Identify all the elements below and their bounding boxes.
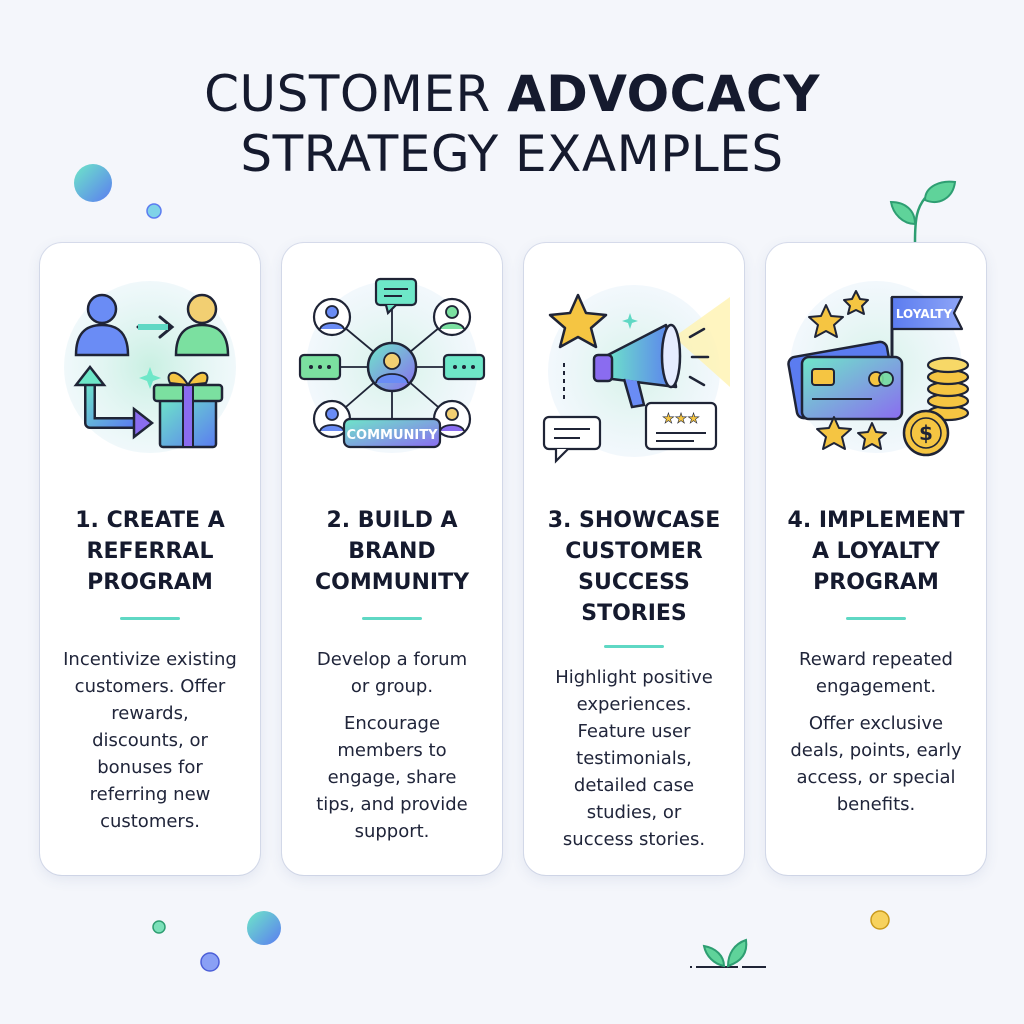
decorative-bubble-icon [74,164,112,202]
chat-bubble-icon [442,353,486,381]
decorative-dot-icon [152,920,166,934]
card-description: Incentivize existing customers. Offer re… [48,646,252,845]
credit-card-icon [787,340,904,421]
arrow-right-icon [136,315,175,339]
person-icon [74,293,130,357]
star-icon [808,304,844,338]
coin-stack-icon [926,356,970,422]
community-badge: COMMUNITY [346,428,438,443]
return-arrow-icon [73,364,155,440]
heading-divider [120,617,180,620]
card-heading: 4. IMPLEMENT A LOYALTY PROGRAM [787,508,965,595]
heading-divider [362,617,422,620]
description-paragraph: Incentivize existing customers. Offer re… [63,649,237,832]
description-paragraph: Offer exclusive deals, points, early acc… [790,713,962,815]
loyalty-illustration: LOYALTY $ [787,281,970,457]
page-title: CUSTOMER ADVOCACY STRATEGY EXAMPLES [0,64,1024,184]
card-heading: 2. BUILD A BRAND COMMUNITY [314,508,470,595]
sparkle-icon [622,313,638,329]
title-line2: STRATEGY EXAMPLES [240,125,784,183]
megaphone-icon [592,323,710,409]
referral-illustration [64,281,236,453]
strategy-card-loyalty: LOYALTY $ 4. IMPLEMENT A LOYALTY PROGRAM… [766,243,986,875]
card-description: Highlight positive experiences. Feature … [532,664,736,863]
person-icon [366,341,418,393]
loyalty-flag-label: LOYALTY [896,307,953,321]
description-paragraph: Reward repeated engagement. [799,649,953,697]
person-icon [432,399,472,439]
person-icon [312,399,352,439]
review-card-icon: ★★★ [644,401,718,451]
person-icon [432,297,472,337]
decorative-dot-icon [200,952,220,972]
success-stories-illustration: ★★★ [542,285,730,464]
dollar-coin-icon: $ [902,409,950,457]
decorative-bubble-icon [247,911,281,945]
description-paragraph: Encourage members to engage, share tips,… [316,713,468,842]
leaf-sprig-icon [690,938,766,968]
strategy-card-referral: 1. CREATE A REFERRAL PROGRAM Incentivize… [40,243,260,875]
chat-bubble-icon [298,353,342,381]
strategy-card-success-stories: ★★★ 3. SHOWCASE CUSTOMER SUCCESS STORIES… [524,243,744,875]
community-illustration: COMMUNITY [298,277,486,453]
card-heading: 1. CREATE A REFERRAL PROGRAM [75,508,225,595]
description-paragraph: Highlight positive experiences. Feature … [555,667,713,850]
decorative-dot-icon [146,203,162,219]
heading-divider [846,617,906,620]
star-icon [857,422,887,450]
card-heading: 3. SHOWCASE CUSTOMER SUCCESS STORIES [547,508,721,626]
person-icon [174,293,230,357]
flag-icon: LOYALTY [890,295,964,383]
card-description: Develop a forum or group. Encourage memb… [290,646,494,855]
decorative-dot-icon [870,910,890,930]
leaf-sprig-icon [889,180,957,243]
heading-divider [604,645,664,648]
card-description: Reward repeated engagement. Offer exclus… [774,646,978,828]
star-icon [843,290,869,315]
chat-bubble-icon [542,415,602,464]
star-icon [816,416,852,450]
strategy-card-community: COMMUNITY 2. BUILD A BRAND COMMUNITY Dev… [282,243,502,875]
chat-bubble-icon [374,277,418,316]
title-prefix: CUSTOMER [204,65,508,123]
star-icon [548,293,608,349]
title-bold: ADVOCACY [507,65,820,123]
svg-text:★★★: ★★★ [662,411,700,427]
person-icon [312,297,352,337]
description-paragraph: Develop a forum or group. [316,649,468,697]
gift-icon [152,371,224,449]
sparkle-icon [139,367,161,389]
svg-text:$: $ [919,421,933,445]
